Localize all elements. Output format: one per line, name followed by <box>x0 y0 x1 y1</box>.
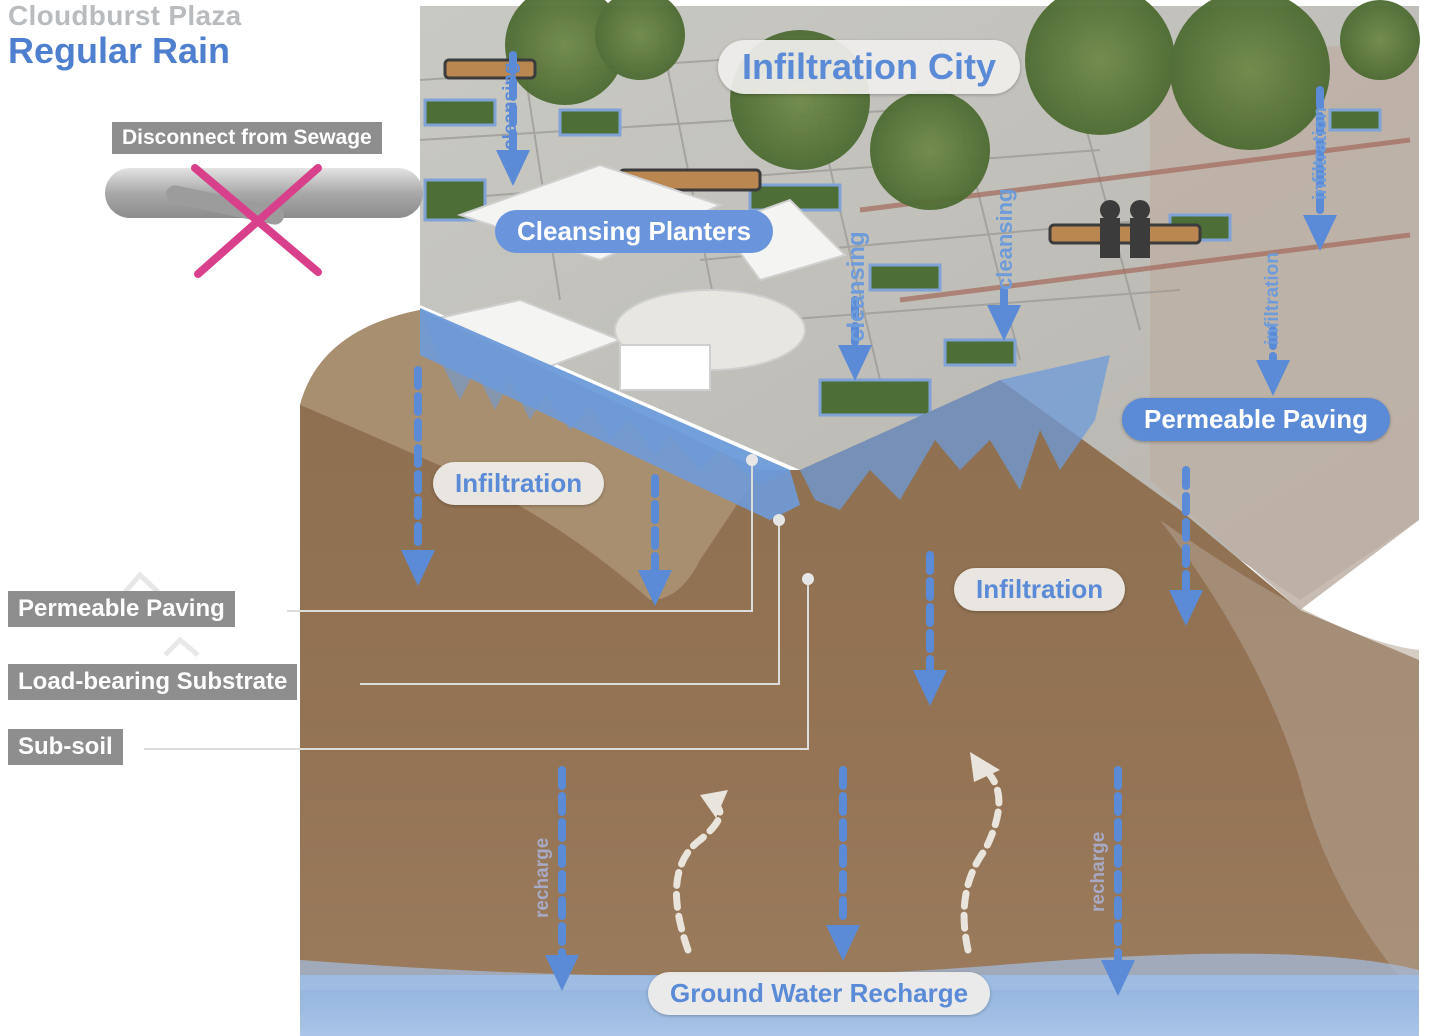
label-infiltration-left: Infiltration <box>433 462 605 505</box>
label-disconnect-sewage: Disconnect from Sewage <box>112 122 382 154</box>
arrow-label-infiltration: infiltration <box>1310 107 1331 200</box>
legend-permeable-paving: Permeable Paving <box>8 591 235 627</box>
flow-arrowhead <box>913 670 947 706</box>
arrow-label-recharge: recharge <box>1088 831 1109 912</box>
label-permeable-paving: Permeable Paving <box>1122 398 1390 441</box>
label-ground-water-recharge: Ground Water Recharge <box>648 972 991 1015</box>
evaporation-arrowhead <box>700 790 728 818</box>
arrow-label-recharge: recharge <box>532 837 553 918</box>
label-infiltration-right: Infiltration <box>954 568 1126 611</box>
flow-arrowhead <box>1169 590 1203 626</box>
sewer-cross-icon <box>191 164 322 278</box>
tents <box>426 163 847 391</box>
leader-lines <box>144 460 809 750</box>
leader-dot <box>746 454 758 466</box>
benches <box>443 58 1202 245</box>
cobblestone-area <box>1150 40 1419 610</box>
flow-arrowhead <box>1101 960 1135 996</box>
flow-arrowhead <box>1256 360 1290 396</box>
flow-arrowhead <box>826 925 860 961</box>
recycle-icon <box>123 571 200 657</box>
flow-arrowhead <box>401 550 435 586</box>
people <box>1100 200 1150 258</box>
evaporation-arrowhead <box>970 752 1000 782</box>
label-infiltration-city: Infiltration City <box>718 40 1020 94</box>
legend-load-bearing-substrate: Load-bearing Substrate <box>8 664 298 700</box>
flow-arrowhead <box>638 570 672 606</box>
plaza-name: Cloudburst Plaza <box>8 0 242 31</box>
arrow-label-cleansing: cleansing <box>500 62 521 150</box>
arrow-label-cleansing: cleansing <box>992 188 1017 290</box>
arrow-label-cleansing: cleansing <box>843 231 870 342</box>
leader-dot <box>802 573 814 585</box>
flow-arrowhead <box>838 345 872 381</box>
flow-arrowhead <box>496 150 530 186</box>
diagram-title: Regular Rain <box>8 30 231 71</box>
flow-arrowhead <box>545 955 579 991</box>
flow-arrowhead <box>1303 215 1337 251</box>
flow-arrowhead <box>987 305 1021 341</box>
legend-sub-soil: Sub-soil <box>8 729 123 765</box>
leader-dot <box>773 514 785 526</box>
evaporation-arrows <box>672 771 1003 954</box>
label-cleansing-planters: Cleansing Planters <box>495 210 774 253</box>
arrow-label-infiltration: infiltration <box>1262 252 1283 345</box>
